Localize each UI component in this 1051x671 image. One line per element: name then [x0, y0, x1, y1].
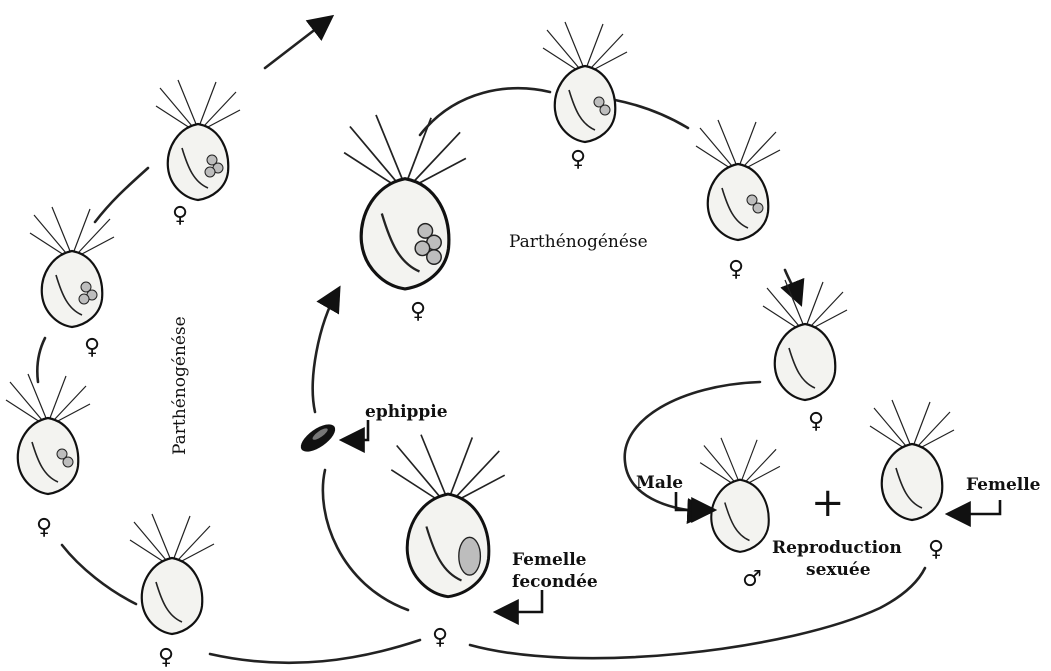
- ephippie-pointer: [344, 420, 368, 440]
- arc-bottom-left: [210, 640, 420, 663]
- daphnia-icon: [696, 120, 780, 240]
- female-symbol: ♀: [158, 645, 174, 670]
- female-symbol: ♀: [172, 203, 188, 228]
- daphnia-left-top: [156, 80, 240, 200]
- fecondee-pointer: [498, 590, 542, 612]
- daphnia-icon: [30, 207, 114, 327]
- ephippie-label: ephippie: [365, 402, 448, 422]
- female-symbol: ♀: [728, 257, 744, 282]
- daphnia-icon: [344, 115, 466, 289]
- daphnia-left-bottom: [130, 514, 214, 634]
- daphnia-center-large: [344, 115, 466, 289]
- female-symbol: ♀: [84, 335, 100, 360]
- femelle-label: Femelle: [966, 475, 1041, 495]
- female-symbol: ♀: [432, 625, 448, 650]
- male-pointer: [676, 492, 712, 510]
- reproduction-label-1: Reproduction: [772, 538, 902, 558]
- female-symbol: ♀: [570, 147, 586, 172]
- daphnia-icon: [763, 280, 847, 400]
- arrow-left-top: [265, 18, 330, 68]
- arc-top-right: [615, 100, 688, 128]
- daphnia-icon: [6, 374, 90, 494]
- daphnia-male: [700, 438, 780, 552]
- daphnia-left-3: [6, 374, 90, 494]
- female-symbol: ♀: [808, 409, 824, 434]
- parthenogenese-vertical-label: Parthénogénése: [170, 316, 190, 455]
- daphnia-fecundated-female: [391, 435, 504, 597]
- male-label: Male: [636, 473, 683, 493]
- daphnia-right-3: [763, 280, 847, 400]
- daphnia-female-sexual: [870, 400, 954, 520]
- daphnia-icon: [391, 435, 504, 597]
- reproduction-label-2: sexuée: [806, 560, 871, 580]
- daphnia-icon: [870, 400, 954, 520]
- arrow-ephippie-up: [313, 290, 338, 412]
- parthenogenese-top-label: Parthénogénése: [509, 232, 648, 252]
- daphnia-icon: [700, 438, 780, 552]
- daphnia-icon: [543, 22, 627, 142]
- plus-sign: +: [811, 480, 845, 526]
- femelle-pointer: [950, 500, 1000, 514]
- arc-fecundated-to-ephippie: [323, 470, 408, 610]
- female-symbol: ♀: [928, 537, 944, 562]
- femelle-fecondee-label-1: Femelle: [512, 550, 587, 570]
- daphnia-left-2: [30, 207, 114, 327]
- arc-top: [420, 88, 550, 135]
- female-symbol: ♀: [410, 299, 426, 324]
- daphnia-icon: [130, 514, 214, 634]
- arc-left-2: [37, 338, 45, 382]
- femelle-fecondee-label-2: fecondée: [512, 572, 598, 592]
- male-symbol: ♂: [742, 567, 762, 592]
- daphnia-top-right: [543, 22, 627, 142]
- daphnia-right-2: [696, 120, 780, 240]
- arc-left-1: [95, 168, 148, 222]
- ephippium-shape: [296, 419, 339, 457]
- daphnia-icon: [156, 80, 240, 200]
- arc-left-3: [62, 545, 136, 604]
- female-symbol: ♀: [36, 515, 52, 540]
